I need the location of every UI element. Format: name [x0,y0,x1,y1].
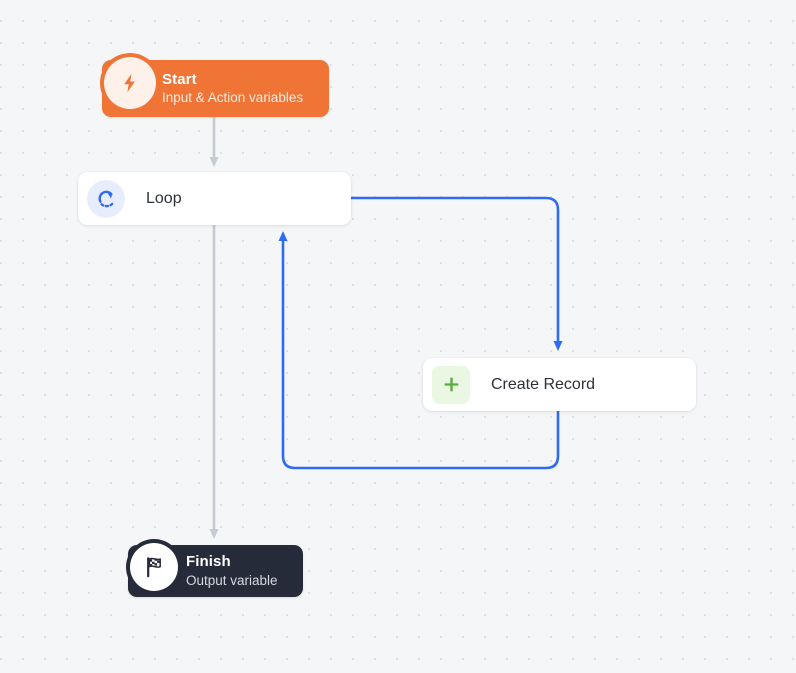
node-start-subtitle: Input & Action variables [162,90,304,106]
node-finish[interactable]: Finish Output variable [128,543,303,597]
node-start[interactable]: Start Input & Action variables [102,57,329,117]
node-start-labels: Start Input & Action variables [162,71,303,107]
loop-refresh-icon [87,179,125,218]
checkered-flag-icon [130,543,178,591]
lightning-bolt-icon [104,57,156,109]
node-loop-title: Loop [146,189,182,207]
node-create-record[interactable]: Create Record [423,358,696,411]
node-finish-labels: Finish Output variable [186,553,278,589]
plus-icon [432,365,470,404]
node-finish-subtitle: Output variable [186,572,278,588]
node-finish-title: Finish [186,553,231,571]
node-create-record-title: Create Record [491,375,596,393]
node-loop[interactable]: Loop [78,172,351,225]
edge-loop-body-return [278,231,560,470]
edge-loop-body-out [349,196,563,351]
node-start-title: Start [162,70,197,88]
